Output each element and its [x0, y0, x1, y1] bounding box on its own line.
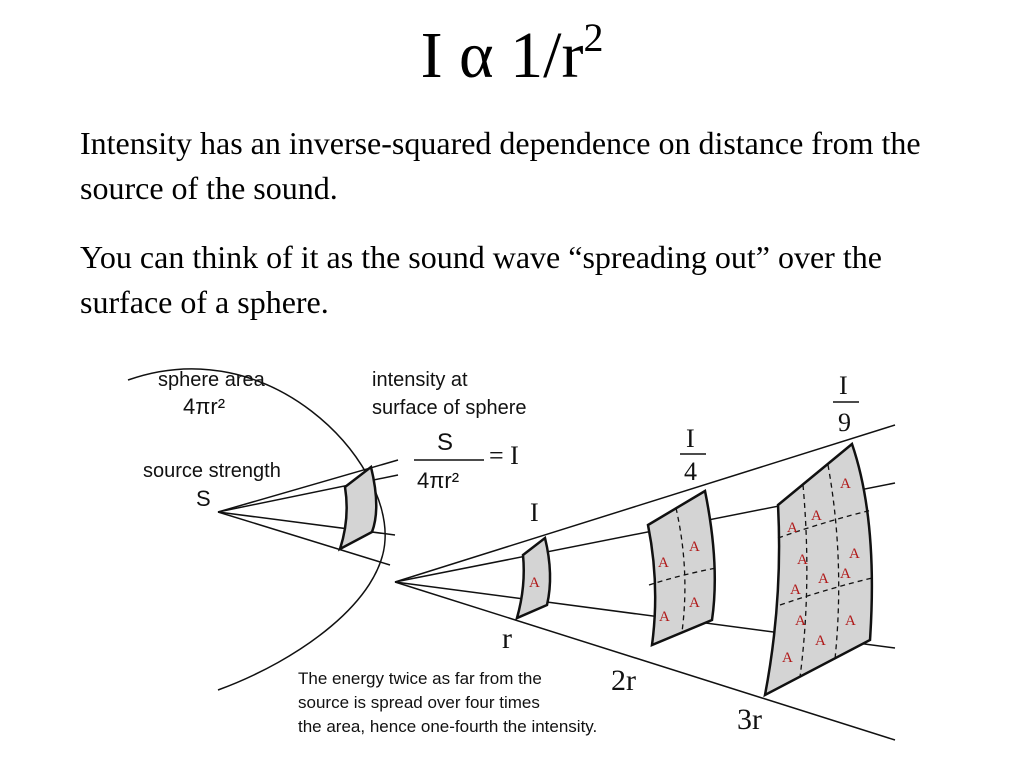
area-label: A: [795, 613, 806, 629]
area-label: A: [790, 582, 801, 598]
intensity-at-r: I: [530, 498, 539, 527]
caption-line3: the area, hence one-fourth the intensity…: [298, 717, 597, 736]
area-label: A: [811, 508, 822, 524]
title-text: I α 1/r: [420, 19, 584, 92]
sphere-arc: [127, 368, 386, 691]
area-label: A: [787, 520, 798, 536]
area-label: A: [818, 571, 829, 587]
intensity-at-3r-numerator: I: [839, 371, 848, 400]
sphere-area-formula: 4πr²: [183, 394, 225, 419]
patch-3r-grid: [777, 464, 873, 678]
area-label: A: [845, 613, 856, 629]
distance-r-label: r: [502, 622, 512, 655]
formula-denominator: 4πr²: [417, 468, 459, 493]
area-labels: A A A A A A A A A A A A A A A A A: [529, 476, 860, 666]
area-label: A: [840, 476, 851, 492]
area-label: A: [849, 546, 860, 562]
distance-2r-label: 2r: [611, 664, 636, 697]
left-source-patch: [337, 464, 378, 552]
intensity-at-2r-numerator: I: [686, 424, 695, 453]
area-label: A: [782, 650, 793, 666]
patch-r: [515, 535, 552, 621]
slide-title: I α 1/r2: [0, 18, 1024, 89]
caption-line1: The energy twice as far from the: [298, 669, 542, 688]
intensity-at-2r-denominator: 4: [684, 457, 697, 486]
intensity-label-line2: surface of sphere: [372, 397, 527, 419]
area-label: A: [815, 633, 826, 649]
title-exponent: 2: [583, 15, 604, 60]
intensity-label-line1: intensity at: [372, 369, 468, 391]
patch-3r: [763, 441, 874, 698]
patch-2r-grid: [648, 507, 717, 633]
area-label: A: [840, 566, 851, 582]
sphere-area-label: sphere area: [158, 369, 266, 391]
source-symbol: S: [196, 486, 211, 511]
distance-3r-label: 3r: [737, 703, 762, 736]
area-label: A: [659, 609, 670, 625]
formula-numerator: S: [437, 429, 453, 456]
intensity-at-3r-denominator: 9: [838, 408, 851, 437]
area-label: A: [797, 552, 808, 568]
inverse-square-diagram: A A A A A A A A A A A A A A A A A sphere…: [127, 368, 896, 741]
formula-result: = I: [489, 441, 519, 470]
area-label: A: [689, 595, 700, 611]
area-label: A: [529, 575, 540, 591]
area-label: A: [658, 555, 669, 571]
caption-line2: source is spread over four times: [298, 693, 540, 712]
paragraph-spreading-out: You can think of it as the sound wave “s…: [80, 239, 882, 320]
paragraph-intensity-dependence: Intensity has an inverse-squared depende…: [80, 125, 921, 206]
patch-2r: [646, 489, 717, 647]
source-strength-label: source strength: [143, 460, 281, 482]
area-label: A: [689, 539, 700, 555]
